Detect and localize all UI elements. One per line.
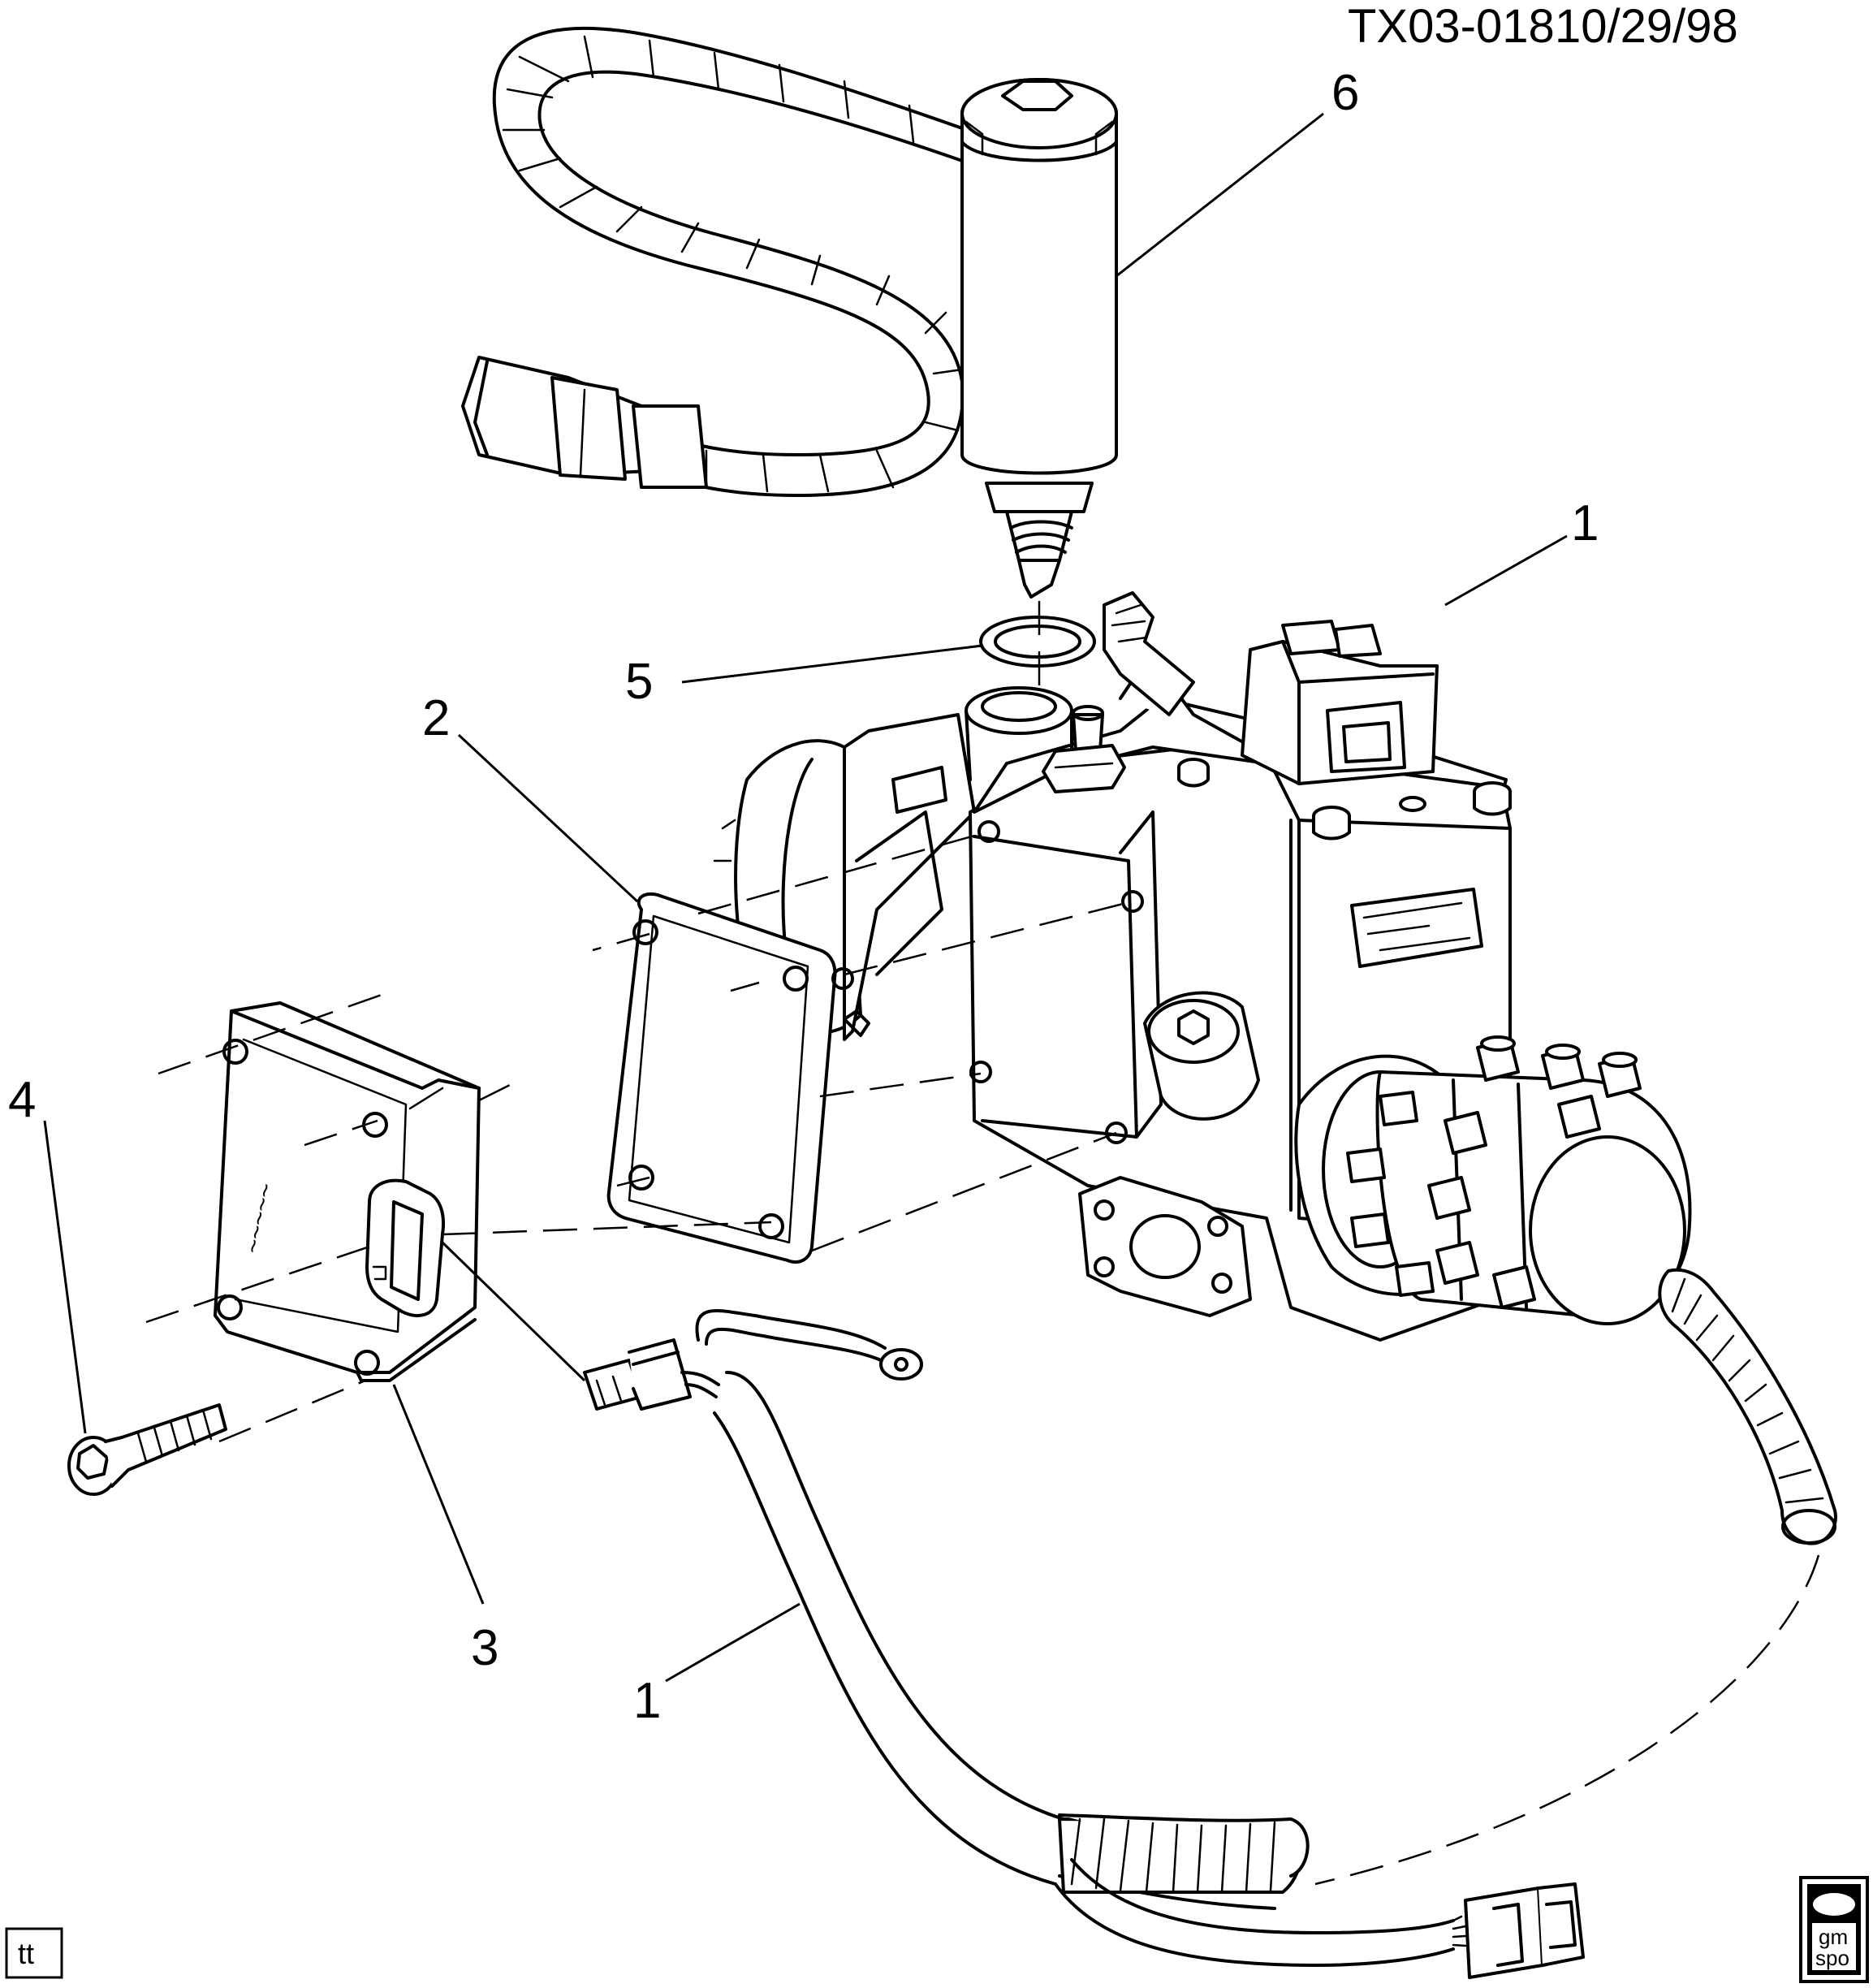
fuel-solenoid [461, 26, 1118, 599]
logo-spo: spo [1815, 1946, 1849, 1970]
mounting-bolt [67, 1403, 227, 1496]
control-module: ~~~~~ [214, 1001, 481, 1382]
drawing-date: 10/29/98 [1555, 0, 1738, 53]
callout-4: 4 [8, 1072, 36, 1128]
leader-lines [43, 112, 1568, 1683]
cover-gasket [606, 820, 1144, 1264]
drawing-code: TX03-018 [1348, 0, 1555, 53]
callout-1-harness: 1 [633, 1673, 661, 1729]
callout-1-pump: 1 [1571, 495, 1599, 551]
callout-3: 3 [471, 1620, 498, 1676]
injection-pump [713, 591, 1692, 1342]
logo-gm: gm [1819, 1925, 1848, 1949]
callout-5: 5 [625, 654, 653, 710]
gm-spo-logo: gm spo [1799, 1876, 1869, 1983]
callout-6: 6 [1331, 65, 1359, 121]
corner-label-box: tt [5, 1927, 63, 1979]
assembly-centerlines [145, 830, 1820, 1886]
callout-2: 2 [422, 690, 450, 746]
wiring-harness [583, 1268, 1837, 1979]
corner-label: tt [18, 1937, 34, 1970]
